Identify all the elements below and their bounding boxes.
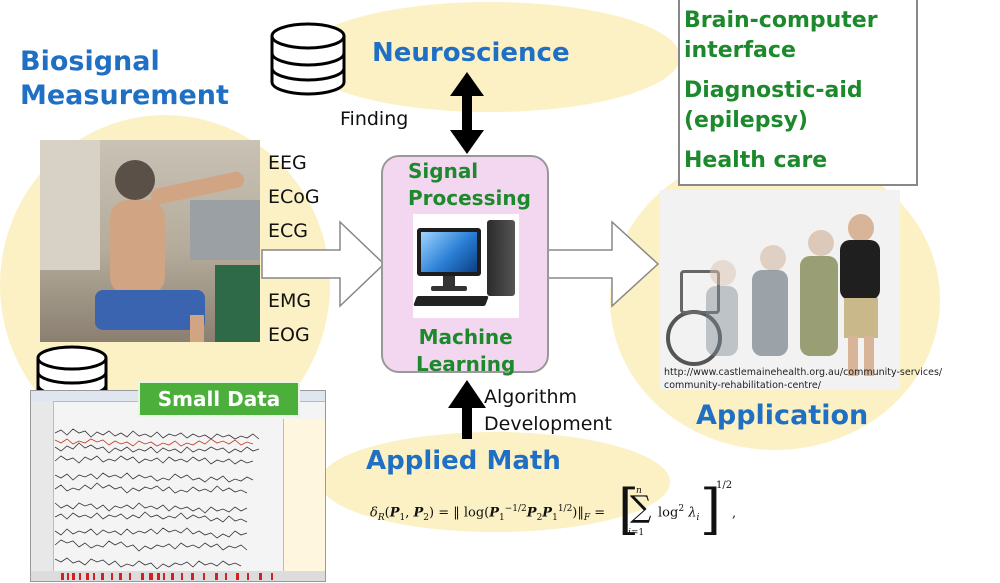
application-diagnostic-line2: (epilepsy) (684, 108, 808, 133)
neuroscience-double-arrow (450, 72, 484, 154)
signal-label-ecg: ECG (268, 220, 308, 242)
application-diagnostic-line1: Diagnostic-aid (684, 78, 863, 103)
signal-label-eeg: EEG (268, 152, 307, 174)
application-healthcare: Health care (684, 148, 828, 173)
signal-label-eog: EOG (268, 324, 310, 346)
algorithm-line2: Development (484, 413, 612, 435)
small-data-badge: Small Data (138, 381, 300, 417)
signal-processing-line1: Signal (408, 159, 479, 183)
biosignal-title-line1: Biosignal (20, 46, 160, 77)
small-data-label: Small Data (157, 387, 281, 411)
application-label: Application (696, 400, 869, 431)
algorithm-line1: Algorithm (484, 386, 578, 408)
finding-label: Finding (340, 108, 409, 130)
top-background-ellipse (300, 2, 680, 112)
machine-learning-line2: Learning (416, 352, 516, 376)
machine-learning-line1: Machine (418, 325, 513, 349)
algorithm-up-arrow (448, 380, 486, 439)
signal-label-emg: EMG (268, 290, 312, 312)
neuroscience-label: Neuroscience (372, 38, 570, 68)
photo-source-url-line1: http://www.castlemainehealth.org.au/comm… (664, 367, 943, 378)
input-arrow (261, 220, 386, 308)
database-icon-top (270, 22, 346, 96)
eeg-subject-photo (40, 140, 260, 342)
bottom-background-ellipse (320, 432, 670, 532)
signal-label-ecog: ECoG (268, 186, 320, 208)
photo-source-url-line2: community-rehabilitation-centre/ (664, 380, 821, 391)
rehabilitation-photo (660, 190, 900, 390)
eeg-recording-screenshot (30, 390, 326, 582)
applied-math-label: Applied Math (366, 446, 561, 476)
riemannian-distance-formula: δR(P1, P2) = ‖ log(P1−1/2P2P11/2)‖F = [ … (370, 478, 737, 541)
applications-box (678, 0, 918, 186)
application-bci-line2: interface (684, 38, 796, 63)
application-bci-line1: Brain-computer (684, 8, 878, 33)
output-arrow (541, 220, 660, 308)
biosignal-title-line2: Measurement (20, 80, 229, 111)
signal-processing-line2: Processing (408, 186, 531, 210)
eeg-traces (31, 428, 325, 581)
computer-icon (413, 214, 519, 318)
